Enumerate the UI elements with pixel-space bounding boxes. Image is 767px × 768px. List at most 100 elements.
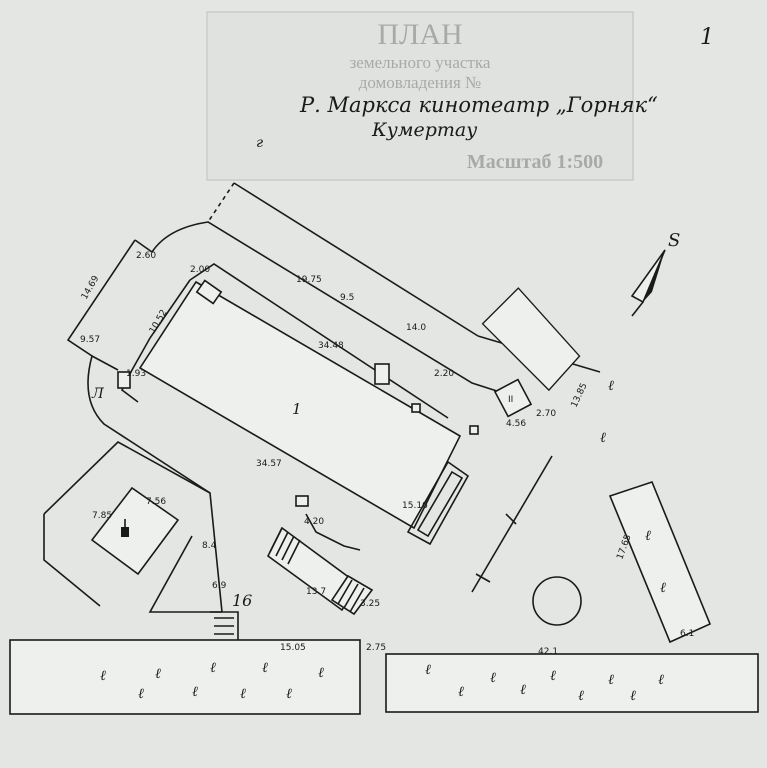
north-arrow-label: S [668, 230, 680, 251]
dim-14-0: 14.0 [406, 323, 426, 333]
dim-15-16: 15.16 [402, 501, 428, 511]
header-city: Кумертау [371, 119, 477, 141]
dim-6-1: 6.1 [680, 629, 694, 639]
dim-2-00: 2.00 [190, 265, 210, 275]
header-mark: г [256, 135, 263, 151]
street-right [385, 653, 759, 713]
porch-inner [416, 470, 464, 538]
stamp-line-3: домовладения № [359, 73, 482, 92]
south-stairs [266, 495, 374, 616]
stair-west [117, 371, 131, 389]
tree: ℓ [155, 666, 161, 682]
dim-14-69: 14.69 [80, 274, 102, 302]
monument-square [90, 486, 180, 576]
dimension-labels: 2.60 14.69 9.57 2.00 19.75 9.5 14.0 10.5… [80, 251, 694, 657]
area-west [43, 514, 101, 607]
stair-hatching-right [337, 579, 365, 613]
dim-3-25: 3.25 [360, 599, 380, 609]
main-building-label: 1 [292, 400, 302, 418]
building-surround [66, 221, 501, 613]
letter-mark: Л [91, 386, 104, 402]
tree: ℓ [138, 686, 144, 702]
stair-hatching-left [269, 527, 301, 565]
tree: ℓ [286, 686, 292, 702]
boundary-dashed [207, 182, 235, 223]
boundary-north-east [233, 182, 479, 337]
west-stair-hatch [210, 611, 239, 650]
monument [121, 527, 129, 537]
stair-marker [411, 403, 421, 413]
surround-notch [91, 355, 119, 371]
dim-8-4: 8.4 [202, 541, 217, 551]
streets [9, 639, 759, 715]
dim-2-20: 2.20 [434, 369, 454, 379]
dim-13-7: 13.7 [306, 587, 326, 597]
dim-9-5: 9.5 [340, 293, 354, 303]
hatch-6 [343, 583, 359, 609]
tree: ℓ [608, 672, 614, 688]
tree: ℓ [660, 580, 666, 596]
dim-34-48: 34.48 [318, 341, 344, 351]
pole-tick [505, 513, 517, 525]
area-south [148, 535, 222, 613]
dim-2-60: 2.60 [136, 251, 156, 261]
dim-7-56: 7.56 [146, 497, 166, 507]
tree: ℓ [608, 378, 614, 394]
hatch-4 [287, 539, 301, 565]
dim-15-05: 15.05 [280, 643, 306, 653]
surround-north [134, 221, 501, 393]
pole-base [475, 573, 491, 583]
north-arrow-right [643, 250, 665, 302]
south-porch-line [305, 513, 361, 551]
dim-42-1: 42.1 [538, 647, 558, 657]
area-north [43, 441, 211, 515]
tree: ℓ [578, 688, 584, 704]
stair-north-west [195, 279, 223, 305]
ring-west [120, 279, 191, 403]
inner-ring [120, 263, 449, 419]
hatch-3 [281, 535, 295, 561]
tree: ℓ [100, 668, 106, 684]
tree: ℓ [425, 662, 431, 678]
lawn-lower [608, 481, 712, 644]
stamp-box [206, 11, 634, 181]
page-number: 1 [700, 25, 714, 50]
stairs [117, 279, 479, 435]
dim-9-57: 9.57 [80, 335, 100, 345]
tree: ℓ [262, 660, 268, 676]
dim-19-75: 19.75 [296, 275, 322, 285]
lawn-upper [481, 287, 581, 392]
faded-stamp: ПЛАН земельного участка домовладения № М… [206, 11, 634, 181]
stamp-title: ПЛАН [377, 18, 462, 51]
east-porch [406, 460, 470, 546]
porch-outer [406, 460, 470, 546]
north-arrow-tail [631, 301, 644, 317]
tree: ℓ [318, 665, 324, 681]
dim-4-20: 4.20 [304, 517, 324, 527]
pink-mark: 16 [232, 591, 252, 610]
dim-7-85: 7.85 [92, 511, 112, 521]
hatch-5 [337, 579, 353, 605]
tree: ℓ [520, 682, 526, 698]
main-building [138, 280, 462, 530]
stamp-subtitle: земельного участка [350, 53, 491, 72]
stair-marker-2 [469, 425, 479, 435]
dim-1-93: 1.93 [126, 369, 146, 379]
tree: ℓ [458, 684, 464, 700]
dim-2-70: 2.70 [536, 409, 556, 419]
trees: ℓ ℓ ℓ ℓ ℓ ℓ ℓ ℓ ℓ ℓ ℓ ℓ ℓ ℓ ℓ ℓ ℓ ℓ ℓ ℓ … [100, 378, 666, 704]
north-arrow: S [630, 230, 680, 317]
dim-4-56: 4.56 [506, 419, 526, 429]
annex-label: II [508, 395, 513, 405]
tree: ℓ [192, 684, 198, 700]
pole-line [471, 455, 553, 593]
header-address: Р. Маркса кинотеатр „Горняк“ [299, 93, 658, 117]
hatch-2 [275, 531, 289, 557]
dim-34-57: 34.57 [256, 459, 282, 469]
pole [471, 455, 553, 593]
dim-2-75: 2.75 [366, 643, 386, 653]
dim-6-9: 6.9 [212, 581, 227, 591]
ring-north [189, 263, 449, 419]
